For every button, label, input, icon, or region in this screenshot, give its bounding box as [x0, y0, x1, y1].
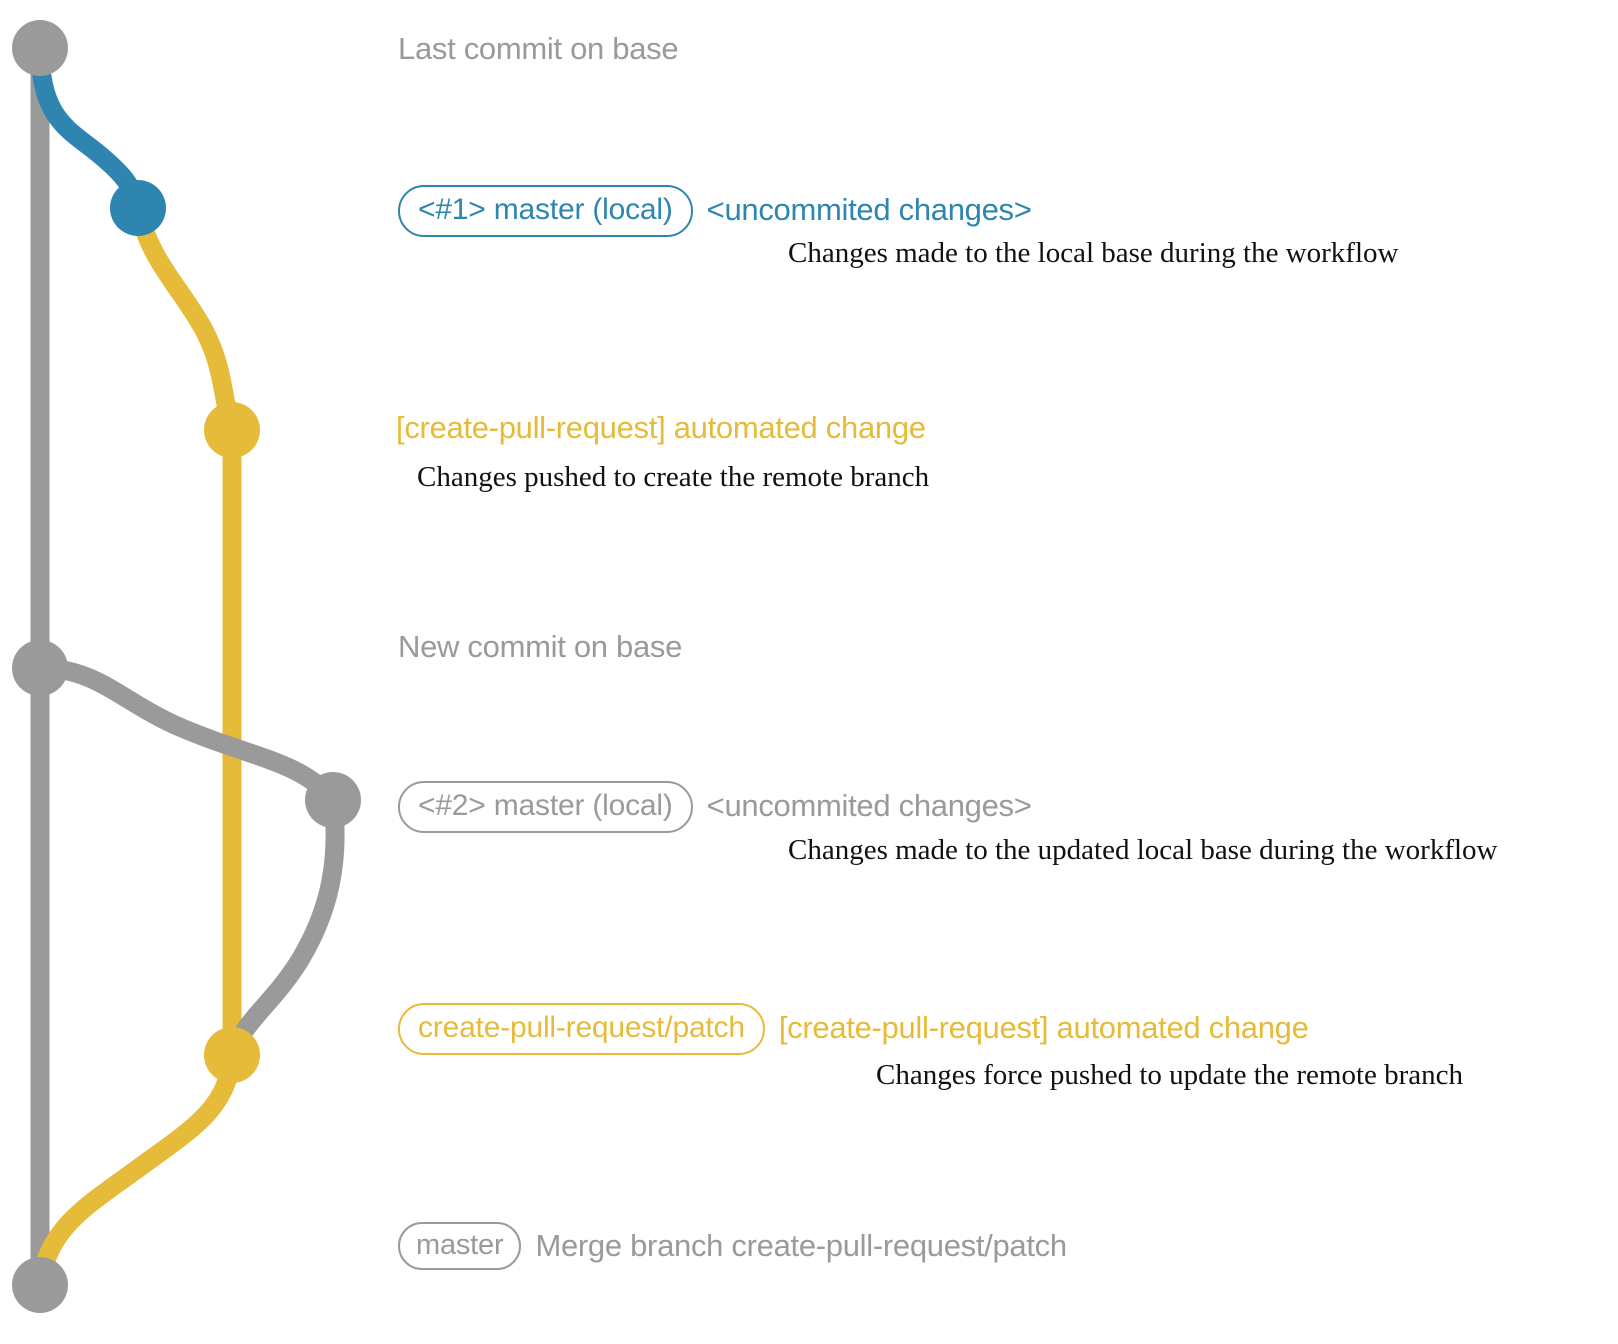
row-automated-change-2: create-pull-request/patch [create-pull-r…: [398, 1003, 1309, 1055]
commit-node-patch-1: [204, 402, 260, 458]
local2-to-patch2-line: [222, 790, 345, 1065]
commit-subject: Merge branch create-pull-request/patch: [535, 1227, 1067, 1263]
commit-node-base-tip: [12, 20, 68, 76]
commit-node-merge: [12, 1257, 68, 1313]
patch-branch-line-1: [128, 198, 242, 440]
commit-node-base-new: [12, 640, 68, 696]
commit-node-patch-2: [204, 1027, 260, 1083]
commit-subject: [create-pull-request] automated change: [778, 1010, 1309, 1046]
local2-branch-line: [30, 658, 343, 810]
row-last-commit-on-base: Last commit on base: [398, 31, 679, 66]
annotation-master-local-1: Changes made to the local base during th…: [788, 238, 1398, 268]
ref-badge-master[interactable]: master: [398, 1222, 522, 1271]
annotation-automated-change-1: Changes pushed to create the remote bran…: [417, 462, 929, 492]
annotation-text: Changes made to the local base during th…: [788, 237, 1399, 269]
local-branch-line: [30, 38, 148, 218]
commit-subject: [create-pull-request] automated change: [396, 410, 926, 445]
ref-badge-master-local-2[interactable]: <#2> master (local): [398, 781, 693, 833]
commit-subject: New commit on base: [398, 629, 683, 664]
row-automated-change-1: [create-pull-request] automated change: [396, 410, 926, 445]
row-master-local-2: <#2> master (local) <uncommited changes>: [398, 781, 1032, 833]
commit-node-local-2: [305, 772, 361, 828]
commit-subject: Last commit on base: [398, 31, 679, 66]
ref-badge-create-pull-request-patch[interactable]: create-pull-request/patch: [398, 1003, 765, 1055]
commit-subject: <uncommited changes>: [706, 192, 1032, 228]
commit-node-local-1: [110, 180, 166, 236]
commit-subject: <uncommited changes>: [706, 788, 1032, 824]
row-new-commit-on-base: New commit on base: [398, 629, 683, 664]
patch-to-merge-line: [30, 1045, 242, 1295]
annotation-text: Changes force pushed to update the remot…: [876, 1059, 1464, 1091]
ref-badge-master-local-1[interactable]: <#1> master (local): [398, 185, 693, 237]
annotation-text: Changes pushed to create the remote bran…: [417, 461, 930, 493]
row-master-local-1: <#1> master (local) <uncommited changes>: [398, 185, 1032, 237]
annotation-automated-change-2: Changes force pushed to update the remot…: [876, 1060, 1463, 1090]
row-merge-commit: master Merge branch create-pull-request/…: [398, 1222, 1067, 1271]
annotation-text: Changes made to the updated local base d…: [788, 834, 1498, 866]
annotation-master-local-2: Changes made to the updated local base d…: [788, 835, 1498, 865]
